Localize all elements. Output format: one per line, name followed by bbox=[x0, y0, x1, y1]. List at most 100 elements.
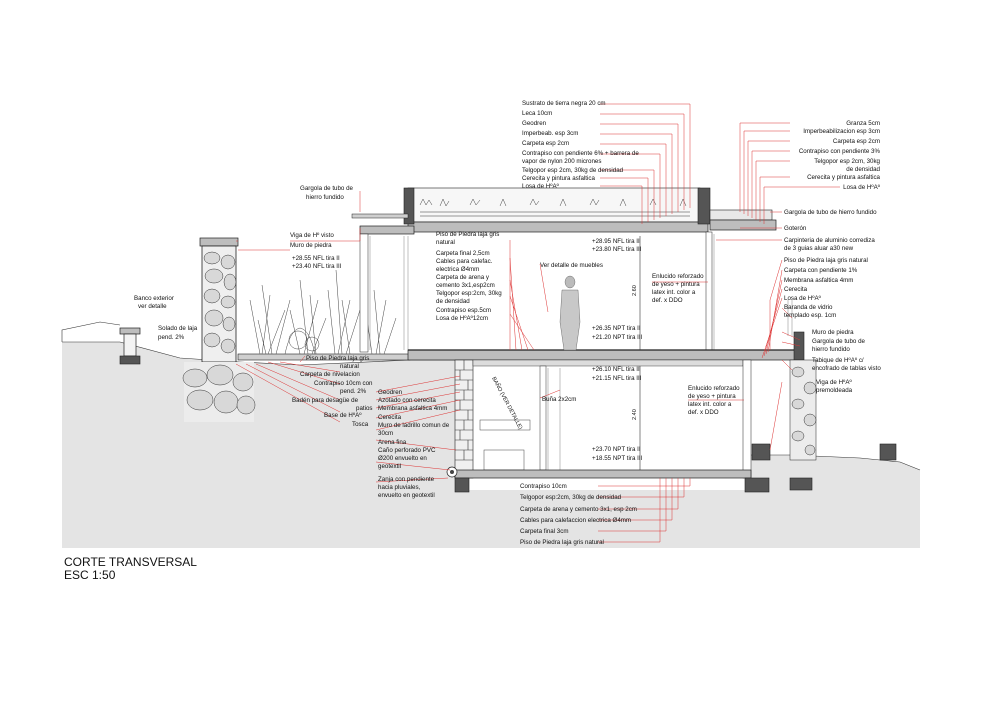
upper-roof bbox=[351, 187, 777, 235]
viga-label: Viga de Hº visto bbox=[290, 232, 334, 239]
dim-upper-text: 2.60 bbox=[632, 285, 638, 296]
dim-lower-text: 2.40 bbox=[632, 409, 638, 420]
lower-mid-label: geotextil bbox=[378, 463, 401, 470]
lower-left-label: Piso de Piedra laja gris bbox=[306, 355, 369, 362]
lower-mid-label: Arena fina bbox=[378, 439, 407, 446]
bottom-label: Cables para calefaccion electrica Ø4mm bbox=[520, 517, 631, 524]
enlucido-lower: def. x DDO bbox=[688, 409, 719, 416]
lower-mid-label: Muro de ladrillo comun de bbox=[378, 422, 450, 429]
lower-mid-label: Zanja con pendiente bbox=[378, 476, 435, 483]
lower-left-label: pend. 2% bbox=[340, 388, 367, 395]
lower-mid-label: Azotado con cerecita bbox=[378, 397, 436, 404]
banco-label: Banco exterior bbox=[134, 295, 174, 302]
right-label: Gargola de tubo de hierro fundido bbox=[784, 209, 877, 216]
lower-left-label: Contrapiso 10cm con bbox=[314, 380, 373, 387]
level-lower-ceiling: +21.15 NFL tira III bbox=[592, 375, 642, 382]
enlucido-upper: de yeso + pintura bbox=[652, 281, 700, 288]
roof-label: Leca 10cm bbox=[522, 110, 552, 117]
right-label: Cerecita bbox=[784, 286, 808, 293]
right-label: hierro fundido bbox=[812, 346, 850, 353]
upper-floor-labels: Piso de Piedra laja gris natural Carpeta… bbox=[436, 231, 502, 322]
level-lower-floor: +18.55 NPT tira III bbox=[592, 455, 643, 462]
roof-label: Losa de HºAº bbox=[522, 183, 560, 190]
dimension-upper: 2.60 bbox=[632, 236, 641, 350]
right-label: de 3 guias aluar a30 new bbox=[784, 245, 854, 252]
right-roof-label: Carpeta esp 2cm bbox=[833, 138, 880, 145]
upper-floor-label: Carpeta final 2,5cm bbox=[436, 250, 490, 257]
right-label: Carpeta con pendiente 1% bbox=[784, 267, 858, 274]
level-lower-floor: +23.70 NPT tira II bbox=[592, 446, 641, 453]
right-label: Tabique de HºAº c/ bbox=[812, 357, 864, 364]
right-label: Baranda de vidrio bbox=[784, 304, 833, 311]
right-label: Piso de Piedra laja gris natural bbox=[784, 257, 868, 264]
roof-label: Imperbeab. esp 3cm bbox=[522, 130, 578, 137]
right-roof-label: Telgopor esp 2cm, 30kg bbox=[814, 158, 880, 165]
right-roof-label: de densidad bbox=[846, 166, 880, 173]
drawing-title: CORTE TRANSVERSAL ESC 1:50 bbox=[64, 555, 197, 582]
solado-label: Solado de laja bbox=[158, 325, 198, 332]
roof-label: vapor de nylon 200 micrones bbox=[522, 158, 601, 165]
right-labels: Gargola de tubo de hierro fundido Goteró… bbox=[784, 209, 881, 394]
upper-floor-label: natural bbox=[436, 239, 455, 246]
person-silhouette bbox=[559, 275, 581, 351]
level-lower-ceiling: +26.10 NFL tira II bbox=[592, 366, 640, 373]
level-upper-floor: +26.35 NPT tira II bbox=[592, 325, 641, 332]
lower-left-labels: Piso de Piedra laja gris natural Carpeta… bbox=[292, 355, 373, 428]
upper-floor-label: Losa de HºAº12cm bbox=[436, 315, 488, 322]
dimension-lower: 2.40 bbox=[632, 362, 641, 470]
right-label: Goterón bbox=[784, 225, 807, 232]
right-label: Carpinteria de aluminio corrediza bbox=[784, 237, 875, 244]
lower-left-label: Tosca bbox=[352, 421, 369, 428]
right-label: Muro de piedra bbox=[812, 329, 854, 336]
upper-floor-label: Telgopor esp:2cm, 30kg bbox=[436, 290, 502, 297]
enlucido-lower: latex int. color a bbox=[688, 401, 732, 408]
roof-label: Telgopor esp 2cm, 30kg de densidad bbox=[522, 167, 624, 174]
roof-label: Sustrato de tierra negra 20 cm bbox=[522, 100, 606, 107]
patio bbox=[237, 269, 411, 361]
roof-label: Geodren bbox=[522, 120, 547, 127]
banco-label: ver detalle bbox=[138, 303, 167, 310]
title-main: CORTE TRANSVERSAL bbox=[64, 555, 197, 569]
lower-mid-label: Ø200 envuelto en bbox=[378, 455, 427, 462]
gargola-label: hierro fundido bbox=[306, 194, 344, 201]
left-labels: Gargola de tubo de hierro fundido Viga d… bbox=[134, 185, 354, 341]
lower-mid-label: hacia pluviales, bbox=[378, 484, 421, 491]
bottom-label: Carpeta final 3cm bbox=[520, 528, 569, 535]
lower-left-label: patios bbox=[356, 405, 373, 412]
bottom-label: Contrapiso 10cm bbox=[520, 483, 567, 490]
right-roof-label: Granza 5cm bbox=[846, 120, 880, 127]
level-terrace: +23.40 NFL tira III bbox=[292, 263, 342, 270]
upper-floor-label: cemento 3x1,esp2cm bbox=[436, 282, 495, 289]
roof-label: Cerecita y pintura asfaltica bbox=[522, 175, 595, 182]
lower-mid-label: 30cm bbox=[378, 430, 393, 437]
upper-floor-label: Carpeta de arena y bbox=[436, 274, 490, 281]
right-label: templado esp. 1cm bbox=[784, 312, 836, 319]
lower-floor: BAÑO (VER DETALLE) bbox=[446, 359, 897, 493]
level-labels: +28.55 NFL tira II +23.40 NFL tira III +… bbox=[292, 238, 643, 462]
level-upper-ceiling: +28.95 NFL tira II bbox=[592, 238, 640, 245]
muro-label: Muro de piedra bbox=[290, 242, 332, 249]
right-roof-label: Contrapiso con pendiente 3% bbox=[799, 148, 881, 155]
roof-label: Carpeta esp 2cm bbox=[522, 140, 569, 147]
left-stone-wall bbox=[182, 237, 256, 422]
bottom-label: Telgopor esp:2cm, 30kg de densidad bbox=[520, 494, 622, 501]
bottom-label: Carpeta de arena y cemento 3x1, esp 2cm bbox=[520, 506, 637, 513]
right-roof-label: Cerecita y pintura asfaltica bbox=[807, 174, 880, 181]
right-label: premoldeada bbox=[816, 387, 853, 394]
lower-left-label: Carpeta de nivelacion bbox=[300, 371, 360, 378]
level-upper-ceiling: +23.80 NFL tira III bbox=[592, 246, 642, 253]
roof-label: Contrapiso con pendiente 6% + barrera de bbox=[522, 150, 639, 157]
level-terrace: +28.55 NFL tira II bbox=[292, 255, 340, 262]
lower-left-label: Badén para desagüe de bbox=[292, 397, 359, 404]
lower-mid-labels: Geodren Azotado con cerecita Membrana as… bbox=[378, 389, 450, 499]
upper-floor-label: Piso de Piedra laja gris bbox=[436, 231, 499, 238]
right-label: Viga de HºAº bbox=[816, 379, 852, 386]
upper-floor-label: electrica Ø4mm bbox=[436, 266, 479, 273]
level-upper-floor: +21.20 NPT tira III bbox=[592, 334, 643, 341]
upper-floor-label: de densidad bbox=[436, 298, 470, 305]
lower-mid-label: envuelto en geotextil bbox=[378, 492, 435, 499]
right-label: Membrana asfaltica 4mm bbox=[784, 277, 853, 284]
right-label: encofrado de tablas visto bbox=[812, 365, 881, 372]
exterior-bench bbox=[119, 327, 141, 365]
